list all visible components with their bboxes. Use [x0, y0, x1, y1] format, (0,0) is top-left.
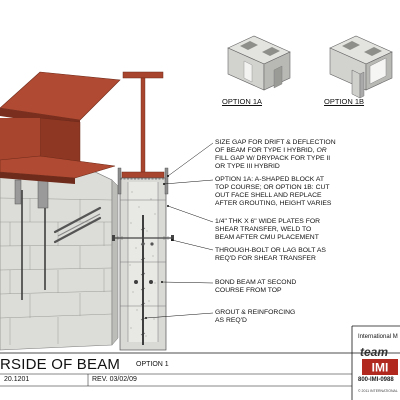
brand-team: team [360, 345, 389, 359]
title-block-frame [0, 325, 400, 400]
note-a-shaped-block: OPTION 1A: A-SHAPED BLOCK AT TOP COURSE;… [215, 176, 332, 207]
drawing-number: 20.1201 [4, 376, 30, 383]
brand-phone: 800-IMI-0988 [358, 377, 394, 383]
note-gap: SIZE GAP FOR DRIFT & DEFLECTION OF BEAM … [215, 139, 336, 170]
brand-name: International M [358, 334, 398, 340]
option-1a-block [227, 35, 291, 91]
imi-logo-text: IMI [372, 361, 389, 375]
section-view [112, 71, 174, 351]
drawing-option: OPTION 1 [136, 361, 169, 368]
leader-lines [145, 142, 214, 319]
beam-top-flange [122, 71, 164, 79]
drawing-title: RSIDE OF BEAM [0, 356, 121, 373]
note-through-bolt: THROUGH-BOLT OR LAG BOLT AS REQ'D FOR SH… [215, 247, 326, 262]
beam-bottom-flange [121, 171, 165, 179]
imi-logo: IMI [362, 359, 398, 375]
drawing-revision: REV. 03/02/09 [92, 376, 137, 383]
note-plates: 1/4" THK x 6" WIDE PLATES FOR SHEAR TRAN… [215, 218, 321, 241]
note-grout: GROUT & REINFORCING AS REQ'D [215, 309, 296, 324]
option-1b-block [329, 35, 393, 99]
option-1b-label: OPTION 1B [324, 97, 365, 106]
perspective-wall [0, 159, 119, 351]
beam-web [140, 77, 146, 174]
option-1a-label: OPTION 1A [222, 97, 263, 106]
note-bond-beam: BOND BEAM AT SECOND COURSE FROM TOP [215, 279, 297, 294]
steel-beam-perspective [0, 71, 121, 184]
brand-copyright: © 2011 INTERNATIONAL [358, 389, 398, 393]
